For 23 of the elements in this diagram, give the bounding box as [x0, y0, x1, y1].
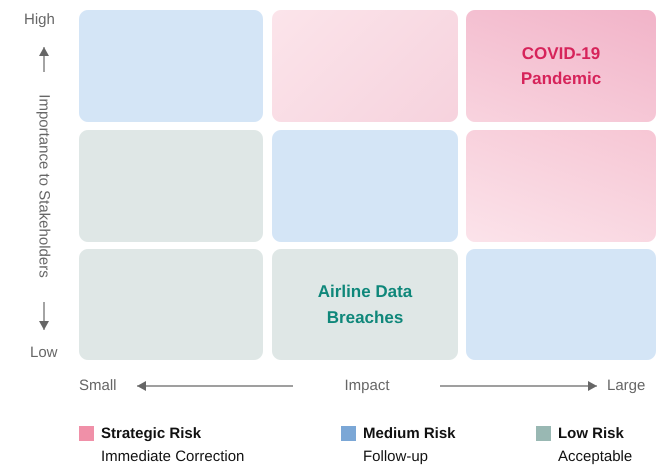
- legend-label: Strategic Risk: [101, 425, 202, 442]
- risk-label: COVID-19 Pandemic: [520, 42, 602, 90]
- matrix-cell: [272, 130, 458, 242]
- axis-title: Importance to Stakeholders: [36, 94, 52, 278]
- risk-cell: [466, 10, 656, 122]
- matrix-cell: [79, 130, 263, 242]
- matrix-cell: [79, 10, 263, 122]
- matrix-cell: [466, 249, 656, 360]
- matrix-cell: [466, 130, 656, 242]
- legend-label: Low Risk: [558, 425, 624, 442]
- risk-label: Airline Data Breaches: [316, 281, 414, 328]
- matrix-cell: [272, 10, 458, 122]
- legend-description: Acceptable: [558, 448, 632, 465]
- axis-label: Low: [30, 344, 58, 361]
- risk-cell: [272, 249, 458, 360]
- axis-title: Impact: [344, 377, 390, 394]
- axis-label: Large: [607, 377, 646, 394]
- axis-label: High: [24, 11, 55, 28]
- axis-label: Small: [79, 377, 117, 394]
- matrix-cell: [79, 249, 263, 360]
- legend-description: Immediate Correction: [101, 448, 244, 465]
- legend-label: Medium Risk: [363, 425, 456, 442]
- legend-description: Follow-up: [363, 448, 428, 465]
